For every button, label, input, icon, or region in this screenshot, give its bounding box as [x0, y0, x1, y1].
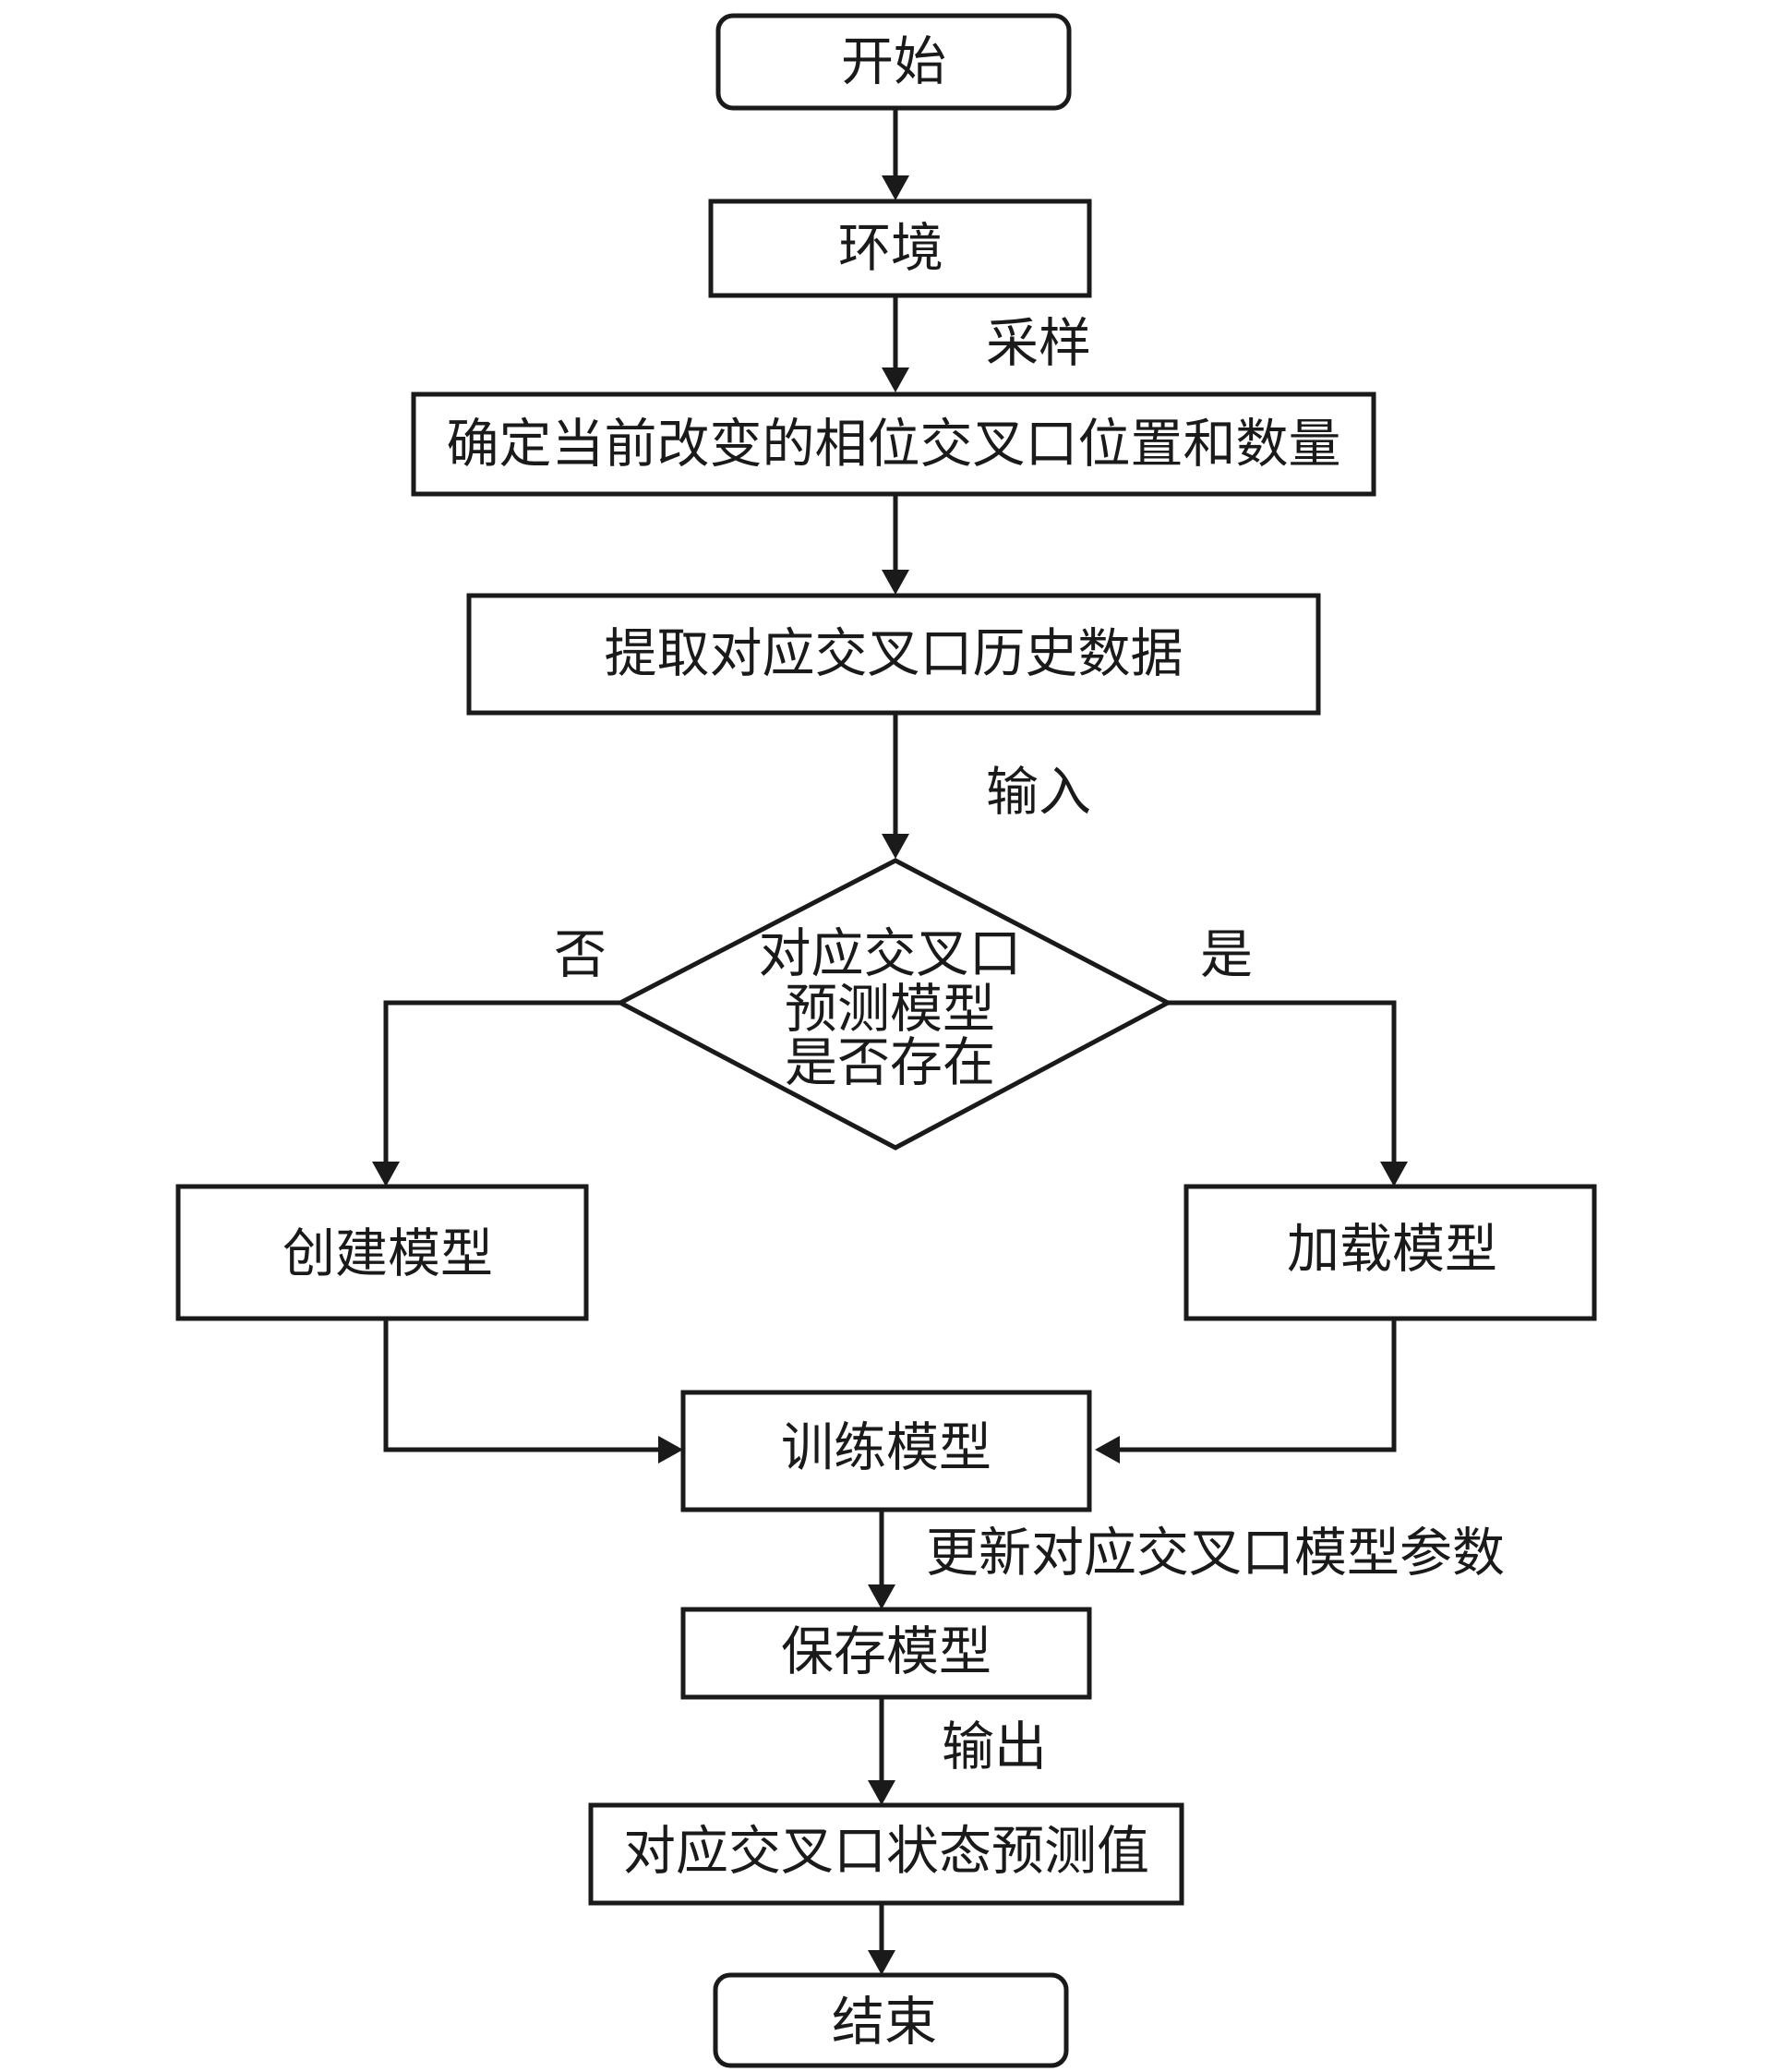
node-train-label: 训练模型 [781, 1417, 991, 1478]
node-decision-line-2: 预测模型 [785, 979, 995, 1040]
edge-label-update: 更新对应交叉口模型参数 [926, 1523, 1505, 1584]
node-start: 开始 [715, 13, 1072, 111]
edge-create-train [383, 1319, 661, 1452]
node-create: 创建模型 [175, 1184, 589, 1321]
node-env: 环境 [708, 199, 1092, 298]
edge-label-sample: 采样 [986, 313, 1091, 374]
node-decision: 对应交叉口 预测模型 是否存在 [615, 858, 1173, 1150]
node-output-label: 对应交叉口状态预测值 [623, 1821, 1149, 1882]
connectors [372, 108, 1408, 1975]
node-save: 保存模型 [680, 1607, 1092, 1700]
arrowhead-icon [1380, 1162, 1408, 1187]
edge-label-out: 输出 [942, 1717, 1047, 1777]
arrowhead-icon [1095, 1436, 1120, 1464]
arrowhead-icon [882, 367, 909, 392]
node-start-label: 开始 [841, 31, 946, 92]
edge-label-yes: 是 [1200, 924, 1253, 985]
arrowhead-icon [372, 1162, 400, 1187]
arrowhead-icon [658, 1436, 683, 1464]
node-decision-line-3: 是否存在 [785, 1032, 995, 1093]
node-load-label: 加载模型 [1287, 1219, 1497, 1280]
node-decision-line-1: 对应交叉口 [759, 923, 1022, 984]
node-extract: 提取对应交叉口历史数据 [466, 593, 1321, 716]
node-train: 训练模型 [680, 1390, 1092, 1512]
edge-label-no: 否 [554, 924, 607, 985]
arrowhead-icon [868, 1584, 895, 1609]
node-env-label: 环境 [838, 218, 943, 279]
node-extract-label: 提取对应交叉口历史数据 [605, 623, 1183, 684]
node-create-label: 创建模型 [282, 1223, 493, 1284]
node-load: 加载模型 [1183, 1184, 1597, 1321]
arrowhead-icon [868, 1780, 895, 1805]
arrowhead-icon [882, 175, 909, 200]
arrowhead-icon [882, 834, 909, 859]
edge-load-train [1117, 1319, 1397, 1452]
edge-label-input: 输入 [986, 762, 1091, 823]
node-output: 对应交叉口状态预测值 [588, 1802, 1184, 1906]
node-determine: 确定当前改变的相位交叉口位置和数量 [411, 392, 1376, 497]
edge-decision-load [1168, 1000, 1397, 1163]
node-determine-label: 确定当前改变的相位交叉口位置和数量 [447, 414, 1341, 475]
edge-decision-create [383, 1000, 620, 1163]
arrowhead-icon [882, 570, 909, 595]
node-save-label: 保存模型 [781, 1621, 991, 1682]
node-end-label: 结束 [832, 1992, 937, 2053]
arrowhead-icon [868, 1950, 895, 1975]
node-end: 结束 [713, 1972, 1069, 2068]
